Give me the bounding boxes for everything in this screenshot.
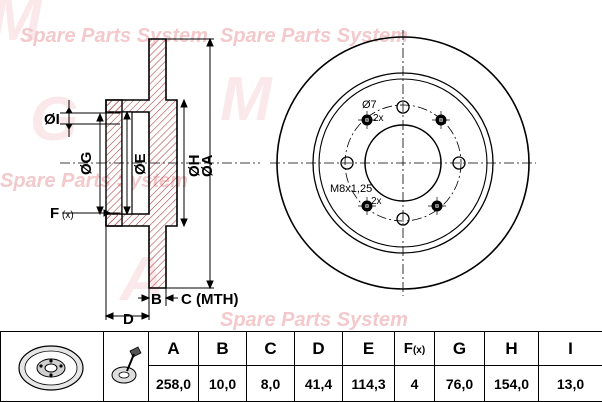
header-F-label: F (404, 340, 413, 357)
value-E: 114,3 (343, 366, 395, 402)
label-dim-C: C (MTH) (181, 291, 238, 308)
label-dim-I: ØI (44, 111, 60, 128)
label-hole-7: Ø7 (362, 99, 377, 111)
threaded-hole (428, 197, 446, 215)
header-E: E (343, 332, 395, 366)
label-thread-count: 2x (371, 196, 382, 207)
header-F: F(x) (395, 332, 435, 366)
brake-disc-icon (13, 338, 91, 396)
header-A: A (149, 332, 199, 366)
header-F-sub: (x) (413, 345, 425, 356)
value-C: 8,0 (247, 366, 295, 402)
header-I: I (539, 332, 602, 366)
label-hole-7-count: 2x (373, 113, 384, 124)
front-view (270, 30, 536, 296)
label-dim-G: ØG (78, 152, 95, 175)
disc-icon-cell (1, 332, 104, 402)
header-G: G (435, 332, 485, 366)
watermark-text-1: Spare Parts System (20, 25, 208, 47)
svg-text:M: M (220, 65, 273, 134)
header-C: C (247, 332, 295, 366)
watermark-text-4: Spare Parts System (220, 309, 408, 331)
value-F: 4 (395, 366, 435, 402)
bolt-icon-cell (104, 332, 149, 402)
spec-table: A B C D E F(x) G H I 258,0 10,0 8,0 41,4… (0, 331, 602, 402)
label-dim-B: B (151, 291, 162, 308)
value-H: 154,0 (485, 366, 539, 402)
label-dim-F: F (50, 205, 59, 222)
label-thread: M8x1,25 (330, 183, 372, 195)
label-dim-E: ØE (132, 153, 149, 175)
value-A: 258,0 (149, 366, 199, 402)
label-dim-D: D (123, 311, 134, 328)
label-dim-F-sub: (x) (62, 210, 74, 221)
value-B: 10,0 (199, 366, 247, 402)
header-D: D (295, 332, 343, 366)
header-B: B (199, 332, 247, 366)
label-dim-A: ØA (199, 154, 216, 177)
technical-drawing: M G M A Spare Parts System Spare Parts S… (0, 0, 602, 331)
value-D: 41,4 (295, 366, 343, 402)
value-G: 76,0 (435, 366, 485, 402)
bolt-icon (108, 341, 144, 393)
header-H: H (485, 332, 539, 366)
value-I: 13,0 (539, 366, 602, 402)
watermark-text-2: Spare Parts System (220, 25, 408, 47)
locating-hole (432, 111, 450, 129)
